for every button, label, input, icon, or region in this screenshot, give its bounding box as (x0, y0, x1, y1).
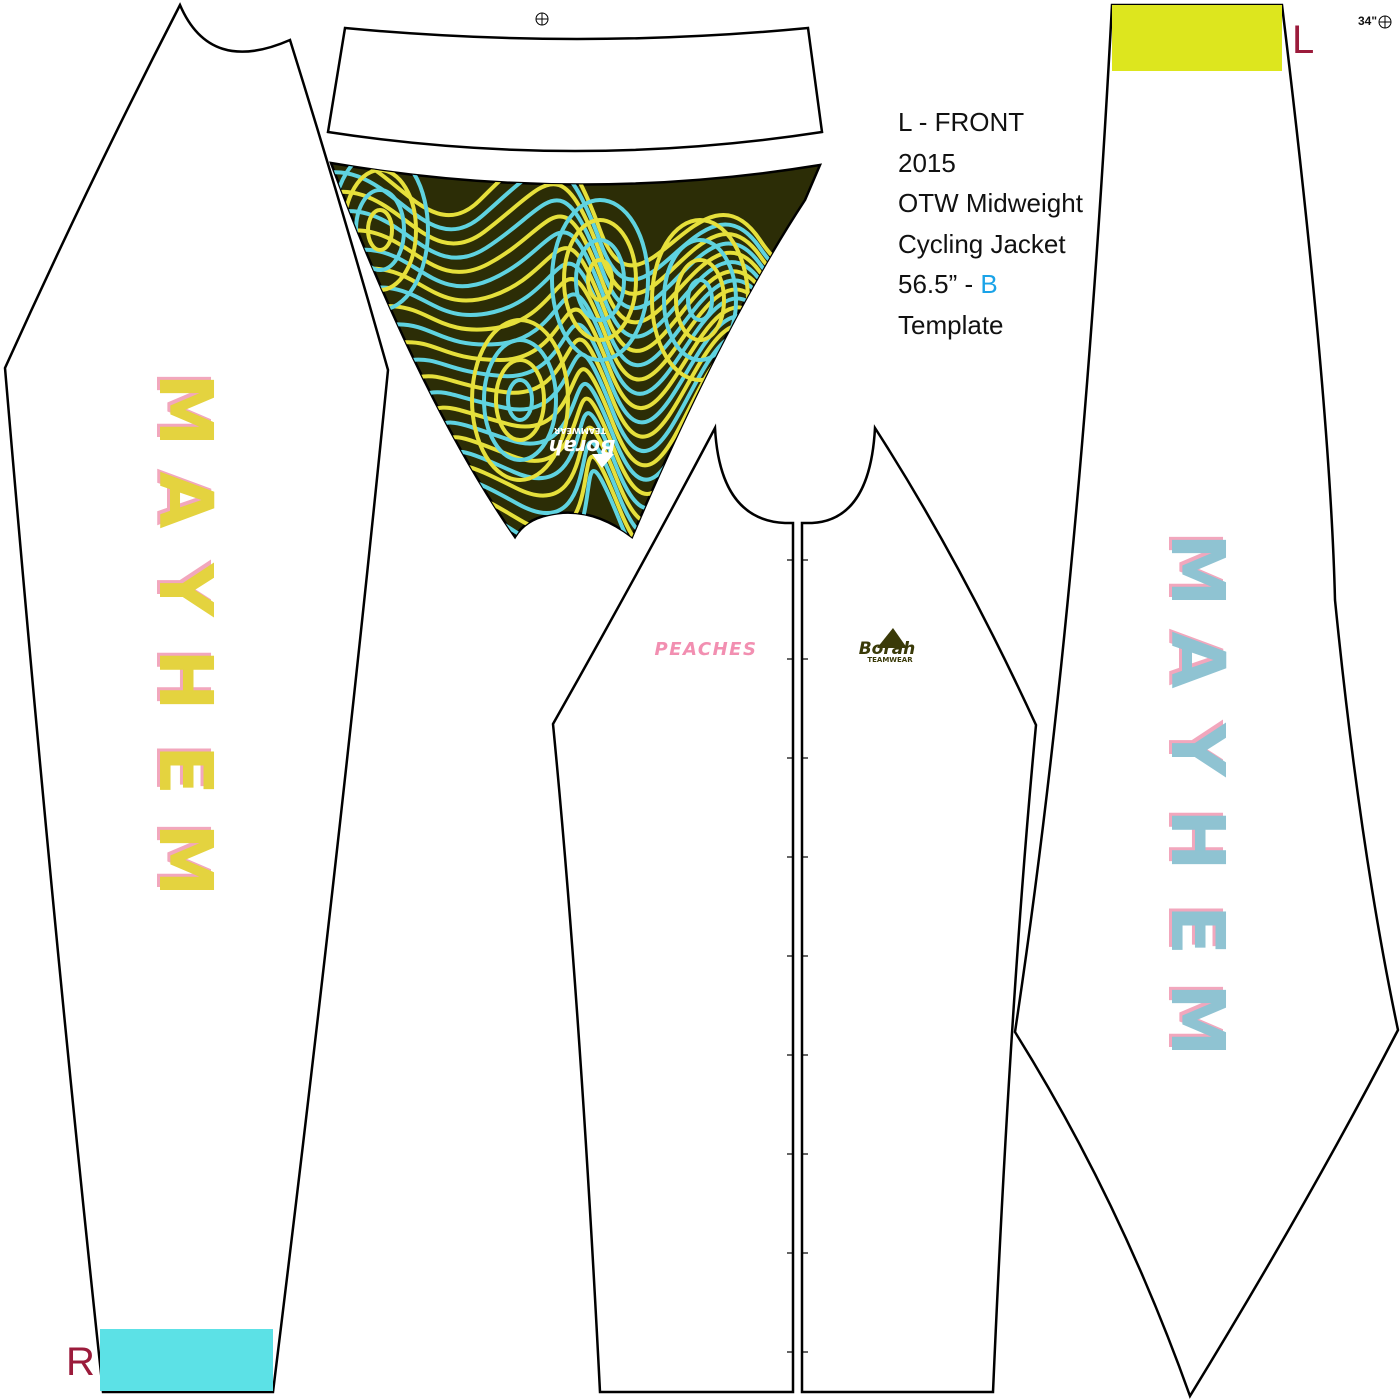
svg-text:TEAMWEAR: TEAMWEAR (554, 426, 606, 435)
mayhem-letter: E (142, 745, 228, 796)
topo-contour-ring (506, 378, 534, 422)
size-line: 56.5” - B (898, 264, 1083, 305)
size-value: 56.5” - (898, 269, 981, 299)
right-cuff-color-band (1112, 5, 1282, 71)
template-word: Template (898, 309, 1004, 340)
topo-contour-ring (366, 208, 394, 252)
topo-contour-ring (586, 258, 614, 302)
mayhem-letter: Y (142, 562, 228, 618)
mayhem-letter-shadow: Y (1151, 719, 1237, 775)
mayhem-letter-shadow: M (1151, 530, 1237, 604)
mayhem-letter: H (1154, 809, 1240, 871)
mayhem-letter-shadow: M (139, 820, 225, 894)
mayhem-letter: A (1154, 631, 1240, 688)
product-line-2: Cycling Jacket (898, 228, 1066, 259)
team-name-text: PEACHES (655, 639, 758, 660)
mayhem-letter-shadow: E (139, 742, 225, 793)
left-sleeve-side-tag: R (66, 1340, 95, 1384)
topo-contour-ring (574, 238, 626, 322)
svg-text:TEAMWEAR: TEAMWEAR (867, 656, 913, 664)
topo-contour-ring (662, 238, 738, 362)
mayhem-letter: M (1154, 983, 1240, 1057)
mayhem-letter: M (142, 823, 228, 897)
svg-text:Borah: Borah (549, 435, 616, 459)
topo-contour-ring (550, 198, 650, 362)
seam-length-label: 34" (1358, 14, 1378, 28)
mayhem-letter: Y (1154, 722, 1240, 778)
front-right-panel: Borah TEAMWEAR (800, 424, 1038, 1394)
mayhem-letter-shadow: Y (139, 559, 225, 615)
topo-contour-ring (470, 318, 570, 482)
mayhem-letter-shadow: E (1151, 902, 1237, 953)
mayhem-letter-shadow: H (139, 646, 225, 708)
registration-mark-icon (535, 12, 549, 26)
svg-text:Borah: Borah (859, 639, 916, 659)
front-left-panel: PEACHES (551, 423, 795, 1394)
zipper-notch-marks (787, 559, 808, 1353)
mayhem-letter: M (1154, 533, 1240, 607)
topo-contour-ring (686, 278, 714, 322)
mayhem-letter-shadow: A (139, 468, 225, 525)
mayhem-letter: H (142, 649, 228, 711)
mayhem-letter: A (142, 471, 228, 528)
mayhem-letter: E (1154, 905, 1240, 956)
mayhem-letter: M (142, 373, 228, 447)
topo-contour-ring (562, 218, 638, 342)
template-year: 2015 (898, 147, 956, 178)
collar-band-panel (326, 26, 824, 153)
mayhem-letter-shadow: H (1151, 806, 1237, 868)
topo-contour-ring (494, 358, 546, 442)
mayhem-letter-shadow: A (1151, 628, 1237, 685)
registration-mark-icon (1378, 15, 1392, 29)
front-borah-logo: Borah TEAMWEAR (859, 628, 916, 664)
topo-contour-ring (482, 338, 558, 462)
topo-contour-ring (674, 258, 726, 342)
product-line-1: OTW Midweight (898, 188, 1083, 218)
mayhem-letter-shadow: M (139, 370, 225, 444)
panel-name: L - FRONT (898, 107, 1025, 137)
template-info-block: L - FRONT 2015 OTW Midweight Cycling Jac… (898, 102, 1083, 345)
size-grade: B (980, 269, 998, 299)
collar-borah-logo: Borah TEAMWEAR (549, 426, 616, 468)
right-sleeve-side-tag: L (1292, 18, 1315, 62)
left-cuff-color-band (100, 1329, 273, 1391)
mayhem-letter-shadow: M (1151, 980, 1237, 1054)
